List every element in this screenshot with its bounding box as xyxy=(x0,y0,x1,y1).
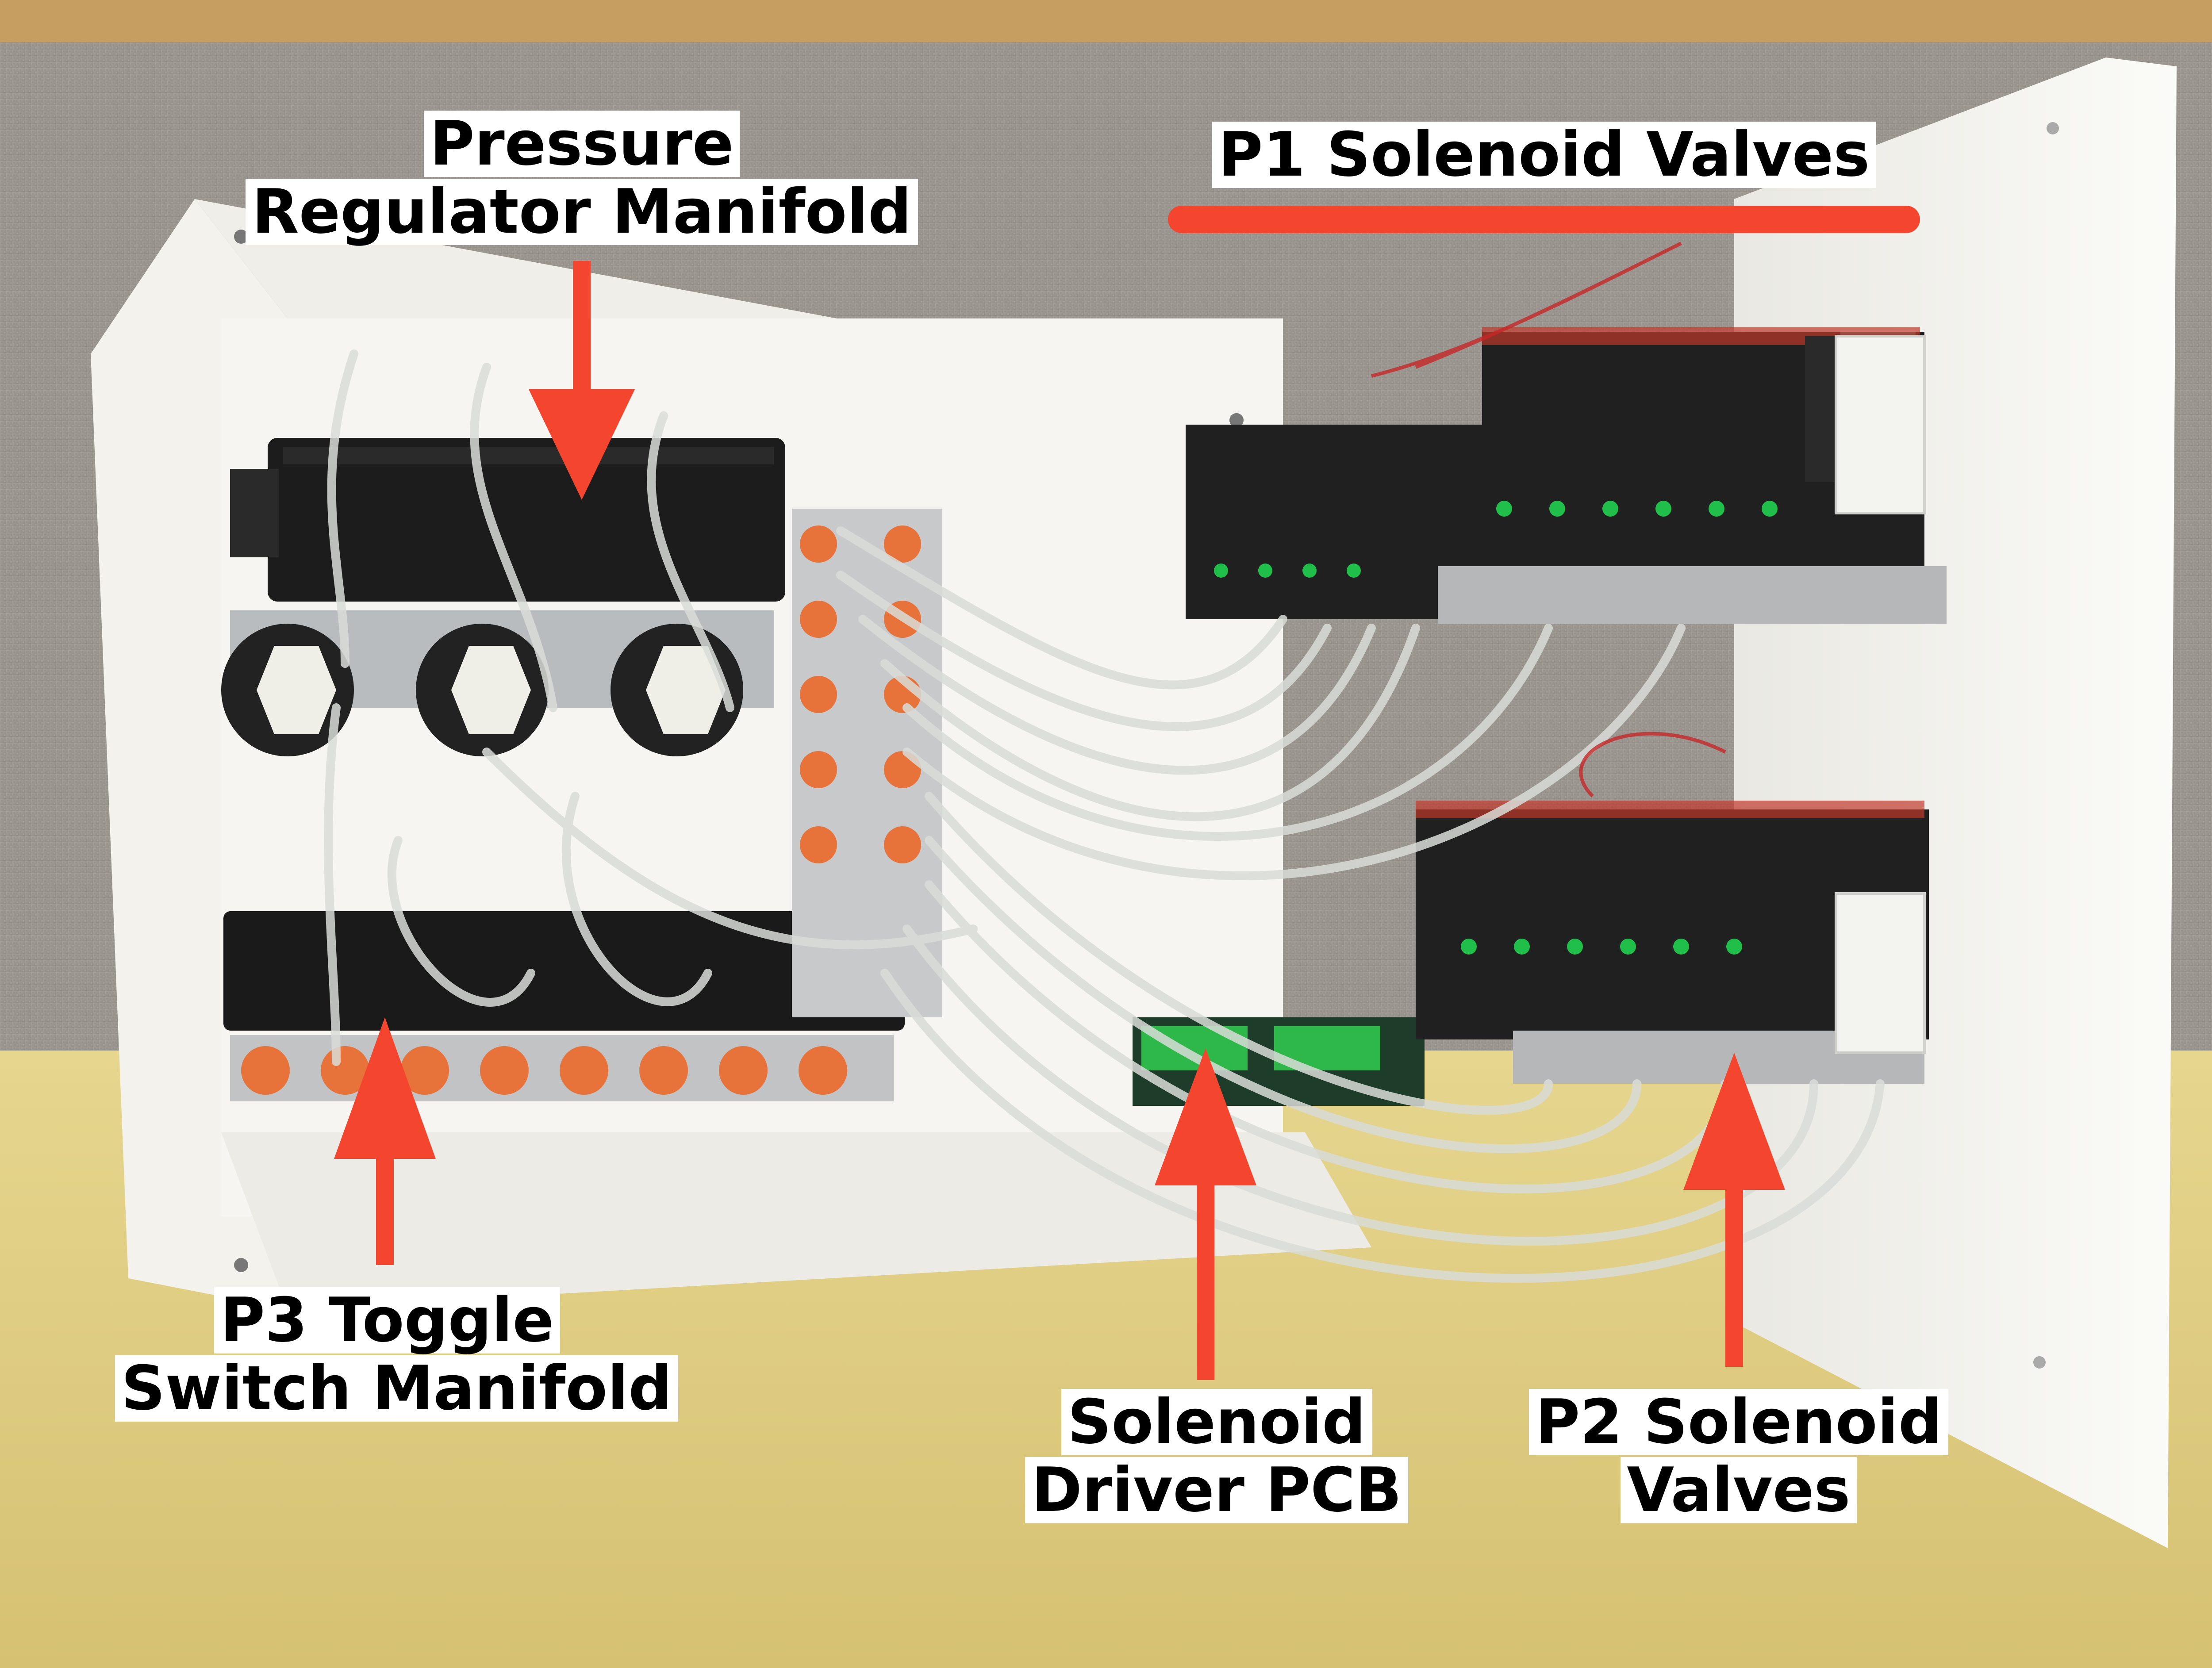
mounting-bracket xyxy=(1835,892,1926,1054)
pressure-regulator-label: Pressure Regulator Manifold xyxy=(243,111,920,245)
control-wiring xyxy=(1371,242,1726,798)
solenoid-driver-pcb-label: Solenoid Driver PCB xyxy=(1018,1389,1416,1523)
driver-pcb-arrow xyxy=(1155,1048,1256,1380)
pressure-regulator-manifold xyxy=(230,438,785,602)
screw xyxy=(1229,413,1244,427)
p3-toggle-switch-manifold xyxy=(223,911,905,1101)
annotation-arrows xyxy=(334,206,1920,1380)
enclosure-bottom-floor xyxy=(221,1132,1371,1309)
screw xyxy=(234,1258,248,1272)
screw xyxy=(234,230,248,244)
p2-solenoid-valves-label: P2 Solenoid Valves xyxy=(1522,1389,1955,1523)
p2-valves-arrow xyxy=(1683,1053,1785,1367)
mounting-bracket xyxy=(1835,335,1926,514)
pressure-regulator-arrow xyxy=(529,261,635,500)
wood-trim xyxy=(0,0,2212,42)
p3-toggle-switch-label: P3 Toggle Switch Manifold xyxy=(115,1287,679,1422)
screw xyxy=(2033,1356,2046,1369)
pressure-gauges xyxy=(221,610,774,756)
toggle-switch-column xyxy=(792,509,942,1017)
screw xyxy=(2047,122,2059,134)
p1-solenoid-valves-label: P1 Solenoid Valves xyxy=(1168,122,1920,188)
p1-valves-underline xyxy=(1168,206,1920,233)
p3-toggle-arrow xyxy=(334,1017,436,1265)
